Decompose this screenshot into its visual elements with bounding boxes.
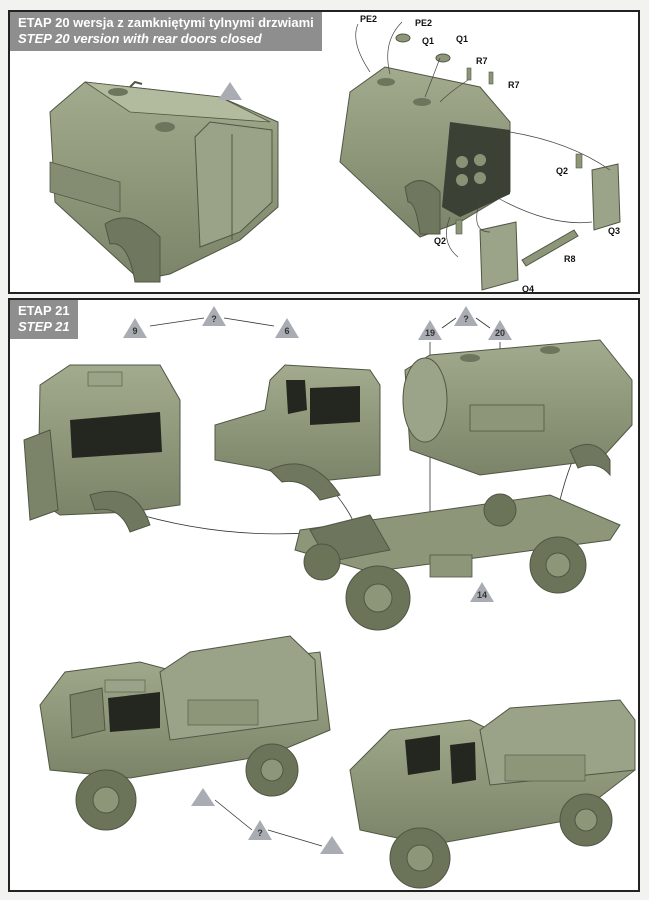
assembly-lines: [355, 21, 611, 258]
ref-triangle-small-a: [191, 788, 215, 806]
tank-body-part-19-20: [402, 339, 633, 477]
small-parts: [395, 33, 583, 235]
label-q2-a: Q2: [556, 166, 568, 176]
finished-truck-view-left: [39, 635, 331, 831]
label-r7-b: R7: [508, 80, 520, 90]
part-q3-door: [591, 163, 621, 231]
step-20-illustration: PE2 PE2 Q1 Q1 R7 R7 Q2 Q3 Q2 R8 Q4: [49, 14, 621, 294]
svg-text:9: 9: [132, 326, 137, 336]
step-20-title-pl: ETAP 20 wersja z zamkniętymi tylnymi drz…: [18, 15, 314, 30]
part-q4-door: [479, 221, 519, 291]
chassis-part-14: [294, 493, 621, 631]
svg-text:19: 19: [425, 328, 435, 338]
step-21-header: ETAP 21 STEP 21: [10, 300, 78, 339]
ref-triangle-q-top-left: ?: [202, 306, 226, 326]
svg-text:?: ?: [257, 828, 263, 838]
step-20-title-en: STEP 20 version with rear doors closed: [18, 31, 262, 46]
ref-triangle-6: 6: [275, 318, 299, 338]
tank-body-open-rear: [339, 66, 511, 238]
svg-text:?: ?: [463, 314, 469, 324]
label-pe2-a: PE2: [360, 14, 377, 24]
ref-triangle-19: 19: [418, 320, 442, 340]
ref-triangle-20: 20: [488, 320, 512, 340]
step-ref-triangle-20: [218, 82, 242, 100]
step-21-illustration: 9 ? 6 19 ? 20 14 ?: [23, 306, 636, 889]
label-r7-a: R7: [476, 56, 488, 66]
finished-truck-view-right: [349, 699, 636, 889]
svg-text:6: 6: [284, 326, 289, 336]
step-20-header: ETAP 20 wersja z zamkniętymi tylnymi drz…: [10, 12, 322, 51]
svg-text:?: ?: [211, 314, 217, 324]
step-21-title-en: STEP 21: [18, 319, 70, 334]
label-pe2-b: PE2: [415, 18, 432, 28]
ref-triangle-small-b: [320, 836, 344, 854]
label-q1-a: Q1: [422, 36, 434, 46]
label-r8: R8: [564, 254, 576, 264]
ref-triangle-9: 9: [123, 318, 147, 338]
part-r8-bar: [521, 229, 579, 267]
label-q2-b: Q2: [434, 236, 446, 246]
label-q3: Q3: [608, 226, 620, 236]
svg-text:20: 20: [495, 328, 505, 338]
cab-part-6: [214, 364, 381, 501]
ref-triangle-q-bottom: ?: [248, 820, 272, 840]
svg-text:14: 14: [477, 590, 487, 600]
cab-part-9: [23, 364, 181, 533]
tank-body-closed-doors: [49, 80, 279, 283]
label-q1-b: Q1: [456, 34, 468, 44]
ref-triangle-14: 14: [470, 582, 494, 602]
step-20-panel: PE2 PE2 Q1 Q1 R7 R7 Q2 Q3 Q2 R8 Q4 ETAP …: [8, 10, 640, 294]
label-q4: Q4: [522, 284, 534, 294]
step-21-panel: 9 ? 6 19 ? 20 14 ?: [8, 298, 640, 892]
step-21-title-pl: ETAP 21: [18, 303, 70, 318]
ref-triangle-q-top-right: ?: [454, 306, 478, 326]
